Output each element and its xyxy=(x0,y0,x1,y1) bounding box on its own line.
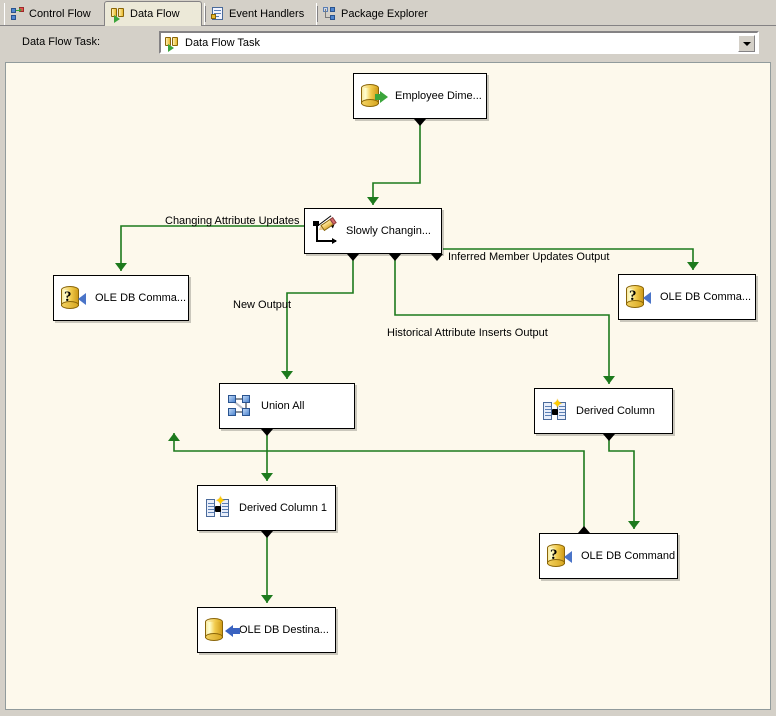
ole-db-command-icon: ? xyxy=(61,285,87,311)
ole-db-command-icon: ? xyxy=(626,284,652,310)
tab-event-handlers[interactable]: Event Handlers xyxy=(204,3,314,25)
data-flow-task-label: Data Flow Task: xyxy=(22,36,101,48)
node-derived-column-label: Derived Column xyxy=(576,405,655,417)
arrowhead-to-command-left xyxy=(115,263,127,271)
arrowhead-to-unionall-bottom xyxy=(168,433,180,441)
data-flow-task-bar: Data Flow Task: Data Flow Task xyxy=(0,26,776,60)
edge-label-inferred-member-updates-output: Inferred Member Updates Output xyxy=(448,251,610,263)
node-derived-column-1[interactable]: ✦ Derived Column 1 xyxy=(197,485,336,531)
port-derived-column-output[interactable] xyxy=(603,434,615,441)
data-flow-icon xyxy=(111,7,126,23)
node-slowly-changing-dimension-label: Slowly Changin... xyxy=(346,225,431,237)
tab-data-flow[interactable]: Data Flow xyxy=(104,1,202,26)
node-derived-column[interactable]: ✦ Derived Column xyxy=(534,388,673,434)
tab-control-flow[interactable]: Control Flow xyxy=(4,3,104,25)
tab-package-explorer[interactable]: Package Explorer xyxy=(316,3,440,25)
derived-column-icon: ✦ xyxy=(542,397,568,424)
data-flow-task-icon xyxy=(165,36,180,52)
slowly-changing-dimension-icon xyxy=(312,215,338,244)
tab-control-flow-label: Control Flow xyxy=(29,8,91,20)
tab-package-explorer-label: Package Explorer xyxy=(341,8,428,20)
tab-data-flow-label: Data Flow xyxy=(130,8,180,20)
node-ole-db-command-right[interactable]: ? OLE DB Comma... xyxy=(618,274,756,320)
port-derived-column-1-output[interactable] xyxy=(261,531,273,538)
arrowhead-to-command-right xyxy=(687,262,699,270)
arrowhead-to-unionall xyxy=(281,371,293,379)
edge-olecommand-to-unionall xyxy=(173,433,585,529)
tab-event-handlers-label: Event Handlers xyxy=(229,8,305,20)
edge-changing-attribute-updates xyxy=(120,225,304,271)
package-explorer-icon xyxy=(323,7,337,21)
edge-historical-attribute-inserts xyxy=(394,259,610,384)
port-scd-historical-output[interactable] xyxy=(389,254,401,261)
edge-derivedcolumn-to-olecommand xyxy=(608,434,635,529)
arrowhead-to-scd xyxy=(367,197,379,205)
union-all-icon xyxy=(227,393,253,419)
node-ole-db-destination-label: OLE DB Destina... xyxy=(239,624,329,636)
node-derived-column-1-label: Derived Column 1 xyxy=(239,502,328,514)
node-ole-db-command-bottom-label: OLE DB Command xyxy=(581,550,676,562)
node-ole-db-command-right-label: OLE DB Comma... xyxy=(660,291,752,303)
port-ole-db-command-bottom-output[interactable] xyxy=(578,526,590,533)
node-union-all-label: Union All xyxy=(261,400,305,412)
arrowhead-to-derivedcolumn1 xyxy=(261,473,273,481)
port-union-all-output[interactable] xyxy=(261,429,273,436)
designer-tab-strip: Control Flow Data Flow Event Handlers xyxy=(0,0,776,26)
data-flow-canvas[interactable]: Employee Dime... Slowly Changin... xyxy=(5,62,771,710)
arrowhead-to-destination xyxy=(261,595,273,603)
ole-db-destination-icon xyxy=(205,617,240,643)
ole-db-source-icon xyxy=(361,83,388,109)
connector-layer xyxy=(115,121,699,603)
event-handlers-icon xyxy=(211,7,225,21)
node-ole-db-destination[interactable]: OLE DB Destina... xyxy=(197,607,336,653)
data-flow-task-selected-value: Data Flow Task xyxy=(185,36,260,49)
ole-db-command-icon: ? xyxy=(547,543,573,569)
port-employee-dimension-output[interactable] xyxy=(414,119,426,126)
edge-new-output xyxy=(286,259,354,379)
edge-label-changing-attribute-updates: Changing Attribute Updates xyxy=(165,215,300,227)
node-ole-db-command-bottom[interactable]: ? OLE DB Command xyxy=(539,533,678,579)
node-employee-dimension-label: Employee Dime... xyxy=(395,90,482,102)
edge-source-to-scd xyxy=(372,121,421,205)
edge-label-new-output: New Output xyxy=(233,299,292,311)
port-scd-new-output[interactable] xyxy=(347,254,359,261)
edge-label-historical-attribute-inserts-output: Historical Attribute Inserts Output xyxy=(387,327,548,339)
port-scd-inferred-output[interactable] xyxy=(431,254,443,261)
control-flow-icon xyxy=(11,7,25,21)
node-union-all[interactable]: Union All xyxy=(219,383,355,429)
arrowhead-to-derivedcolumn xyxy=(603,376,615,384)
chevron-down-icon[interactable] xyxy=(738,35,755,52)
node-slowly-changing-dimension[interactable]: Slowly Changin... xyxy=(304,208,442,254)
data-flow-task-select[interactable]: Data Flow Task xyxy=(159,31,759,54)
node-ole-db-command-left[interactable]: ? OLE DB Comma... xyxy=(53,275,189,321)
node-ole-db-command-left-label: OLE DB Comma... xyxy=(95,292,187,304)
arrowhead-to-olecommand-bottom xyxy=(628,521,640,529)
node-employee-dimension[interactable]: Employee Dime... xyxy=(353,73,487,119)
derived-column-icon: ✦ xyxy=(205,494,231,521)
